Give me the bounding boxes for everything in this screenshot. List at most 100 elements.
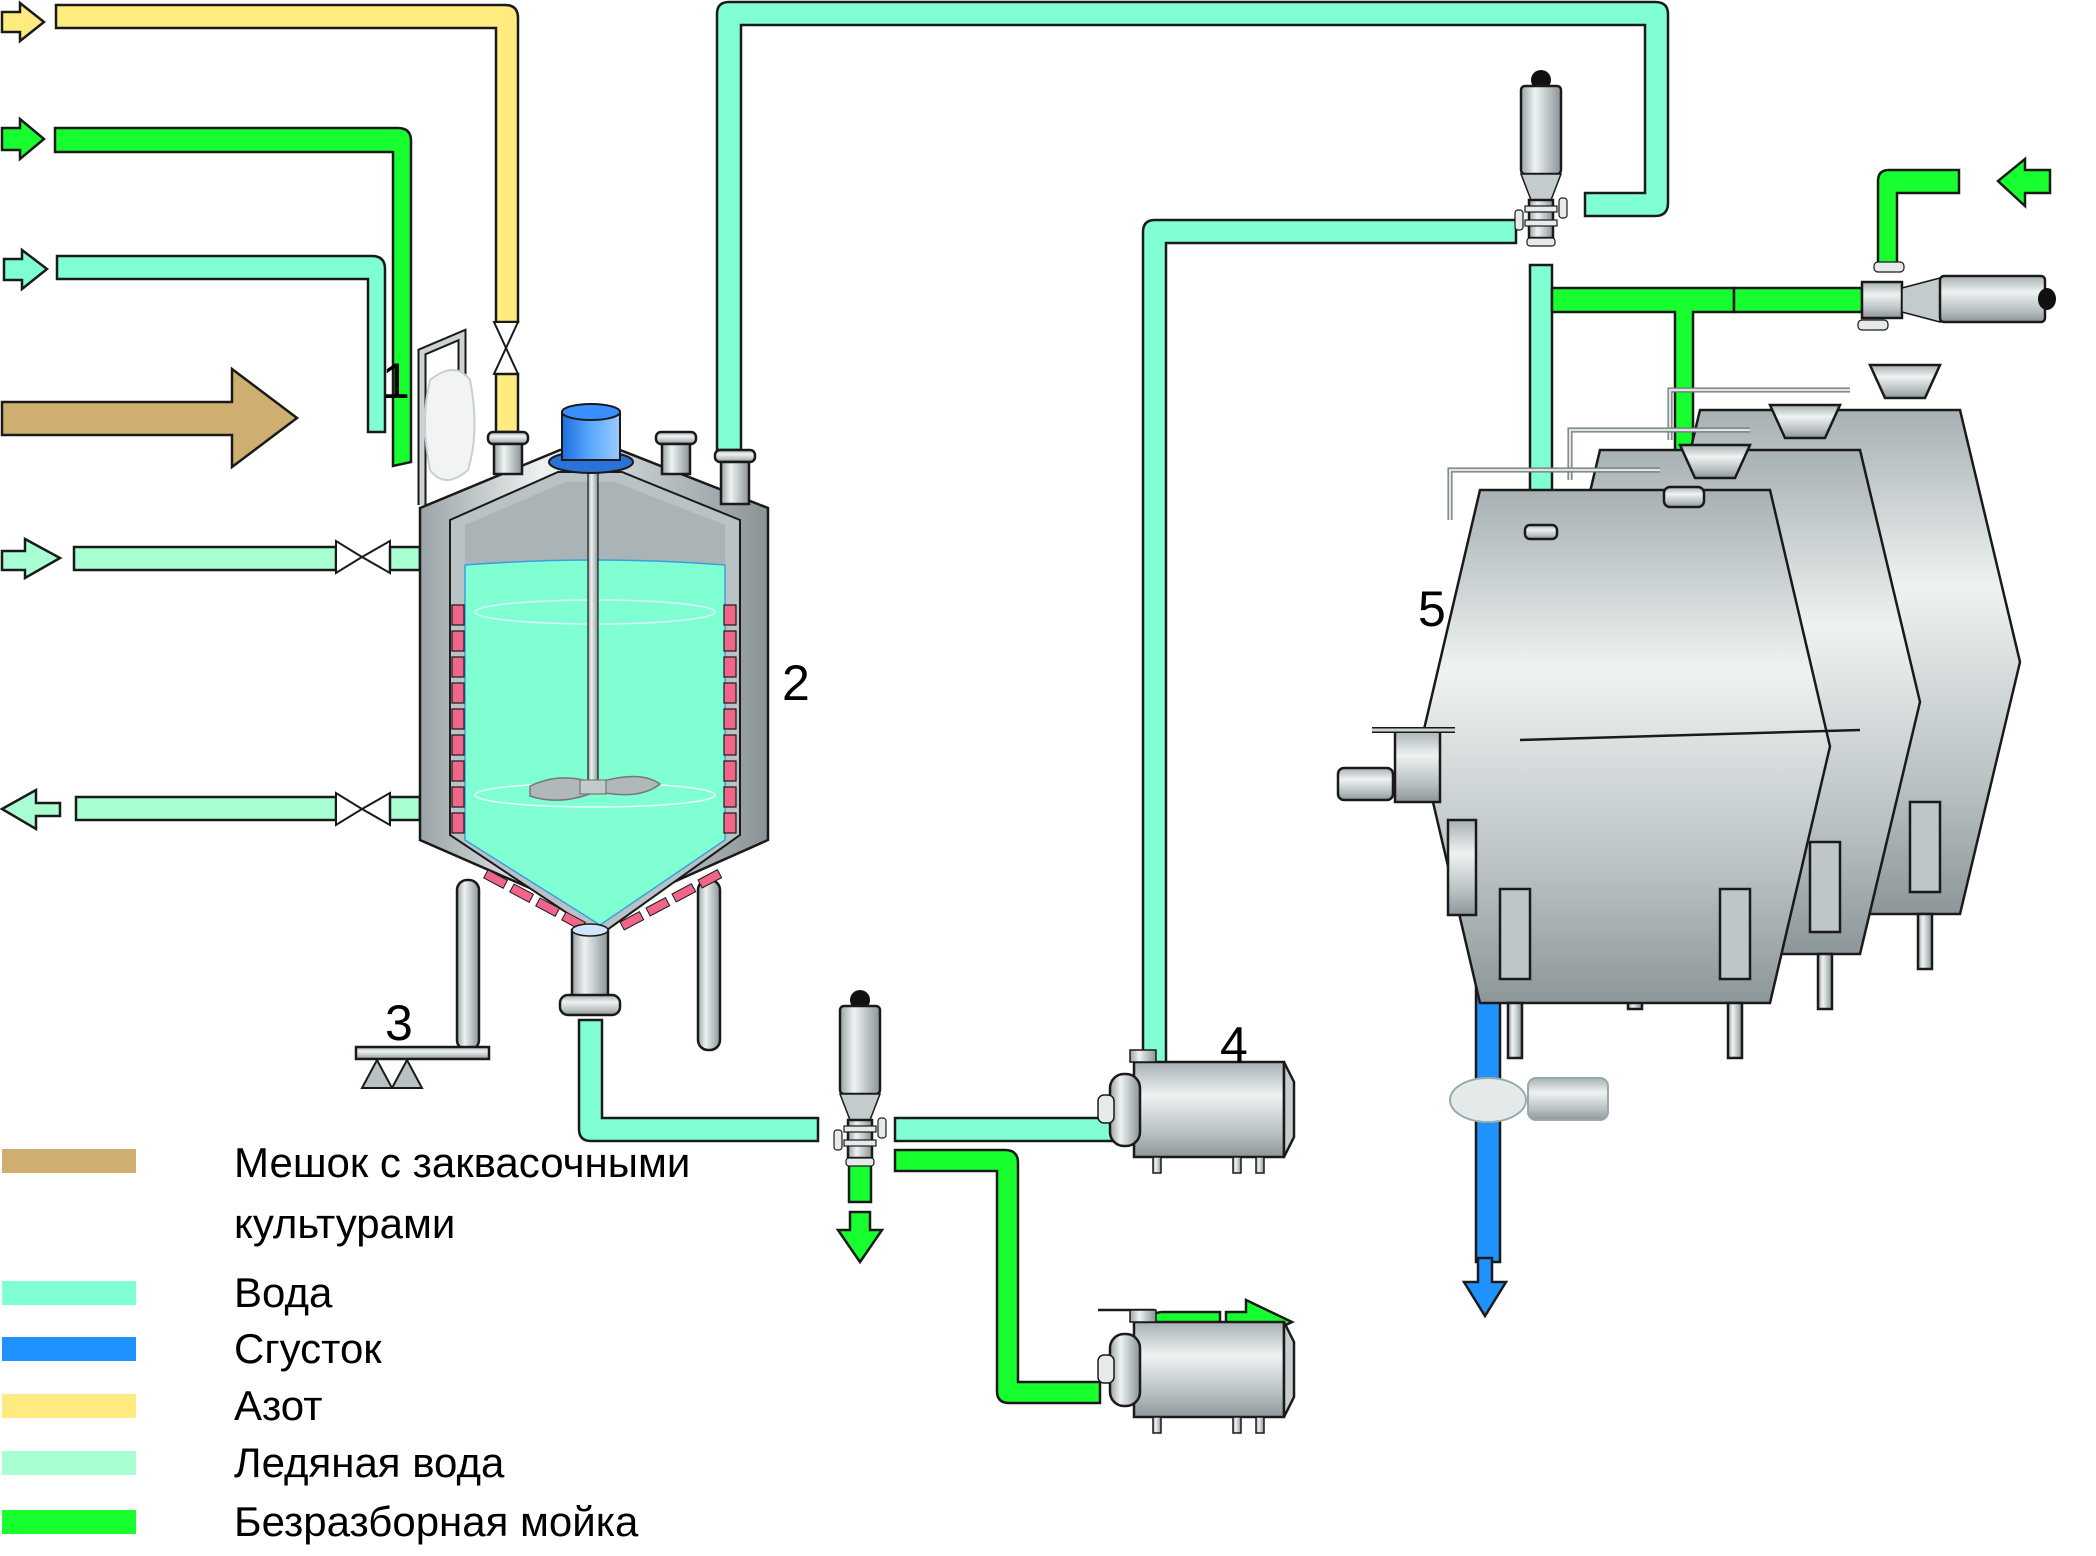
- heating-element: [509, 883, 535, 903]
- heating-element: [723, 656, 737, 678]
- heating-element: [451, 786, 465, 808]
- cip-pipe-to-tank: [53, 126, 413, 468]
- vat-hopper: [1678, 443, 1752, 480]
- agitator-shaft: [587, 459, 599, 793]
- nitrogen-valve-icon: [492, 321, 520, 375]
- heating-element: [723, 682, 737, 704]
- valve-body: [1860, 280, 1904, 320]
- heating-element: [451, 656, 465, 678]
- label-1: 1: [382, 353, 410, 409]
- culture-bag-arrow-icon: [0, 366, 300, 470]
- heating-element: [723, 708, 737, 730]
- heating-element: [451, 604, 465, 626]
- load-cell: [354, 1045, 491, 1089]
- heating-element: [723, 812, 737, 834]
- cip-pipe-valve-to-pump2: [893, 1148, 1102, 1405]
- heating-element: [451, 734, 465, 756]
- heating-element: [723, 734, 737, 756]
- culture-bag: [424, 369, 476, 481]
- cheese-vat: [1418, 443, 1832, 1060]
- heating-element: [451, 708, 465, 730]
- pump-4: [1097, 1049, 1296, 1174]
- water-pipe-tank-bottom: [577, 1018, 820, 1143]
- heating-element: [451, 812, 465, 834]
- vat-leg: [1916, 912, 1934, 971]
- pump-body: [1132, 1060, 1286, 1159]
- cheese-vats: [1336, 363, 2022, 1060]
- tank-leg: [696, 878, 722, 1052]
- curd-outlet-arrow-icon: [1461, 1256, 1509, 1319]
- heating-jacket-right: [619, 604, 737, 931]
- pump-body: [1132, 1320, 1286, 1419]
- heating-element: [671, 882, 697, 903]
- nitrogen-line: [0, 0, 520, 434]
- legend-label-curd: Сгусток: [234, 1325, 382, 1372]
- agitator-blade: [599, 775, 662, 796]
- water-pipe-tank-to-valve-top: [715, 0, 1670, 452]
- heating-element: [451, 760, 465, 782]
- legend-swatch-culture-bag: [2, 1149, 136, 1173]
- ice-water-outlet-stub: [388, 795, 422, 822]
- cip-inlet-right-arrow-icon: [1996, 156, 2052, 209]
- heating-element: [483, 869, 509, 889]
- legend-label-ice-water: Ледяная вода: [234, 1439, 505, 1486]
- heating-element: [723, 630, 737, 652]
- heating-element: [723, 760, 737, 782]
- ice-water-outlet-valve-icon: [335, 791, 391, 827]
- ice-water-inlet-stub: [388, 545, 422, 572]
- ice-water-outlet-pipe: [74, 795, 338, 822]
- nitrogen-inlet-arrow-icon: [0, 0, 47, 44]
- water-inlet-arrow-icon: [2, 247, 50, 292]
- water-inlet-line: [2, 247, 387, 434]
- cip-inlet-right-upper: [1876, 168, 1961, 265]
- heating-element: [451, 630, 465, 652]
- water-pipe-valve-to-pump: [893, 1116, 1122, 1143]
- cip-inlet-arrow-icon: [0, 116, 46, 162]
- legend: Мешок с заквасочными культурами Вода Сгу…: [2, 1139, 690, 1545]
- mixproof-valve-upper: [1514, 70, 1568, 247]
- curd-pump: [1449, 1077, 1609, 1123]
- heating-element: [697, 868, 723, 889]
- label-4: 4: [1220, 1017, 1248, 1073]
- nitrogen-pipe: [54, 3, 520, 324]
- cip-valve-right: [1857, 261, 2056, 331]
- vat-drive-motor: [1336, 766, 1395, 802]
- legend-swatch-cip: [2, 1510, 136, 1534]
- heating-element: [535, 897, 561, 917]
- legend-label-cip: Безразборная мойка: [234, 1498, 639, 1545]
- valve-actuator: [838, 1004, 882, 1096]
- legend-swatch-nitrogen: [2, 1394, 136, 1418]
- label-3: 3: [385, 995, 413, 1051]
- starter-culture-tank: [417, 328, 770, 1052]
- legend-swatch-ice-water: [2, 1451, 136, 1475]
- cip-drain-arrow-icon: [835, 1210, 885, 1265]
- tank-leg: [455, 878, 481, 1052]
- ice-water-inlet-pipe: [72, 545, 338, 572]
- cip-return-pump: [1097, 1309, 1296, 1434]
- heating-element: [723, 604, 737, 626]
- nitrogen-pipe-lower: [494, 372, 520, 434]
- vat-leg: [1726, 1001, 1744, 1060]
- valve-actuator: [1938, 274, 2047, 324]
- mixproof-valve-lower: [833, 990, 887, 1167]
- vat-hopper: [1868, 363, 1942, 400]
- cip-inlet-line: [0, 116, 413, 468]
- ice-water-inlet-arrow-icon: [0, 536, 63, 581]
- ice-water-inlet-valve-icon: [335, 539, 391, 575]
- vat-leg: [1506, 1001, 1524, 1060]
- valve-actuator: [1519, 84, 1563, 176]
- vat-leg: [1816, 952, 1834, 1011]
- cip-drain-pipe: [847, 1163, 873, 1204]
- water-pipe-to-tank: [55, 254, 387, 434]
- tank-bottom-outlet: [570, 928, 610, 1002]
- heating-element: [619, 910, 645, 931]
- label-5: 5: [1418, 581, 1446, 637]
- legend-swatch-curd: [2, 1337, 136, 1361]
- cip-inlet-right-pipe: [1732, 286, 1864, 314]
- heating-element: [451, 682, 465, 704]
- legend-label-culture-bag: Мешок с заквасочными: [234, 1139, 690, 1186]
- vat-hopper: [1768, 403, 1842, 440]
- legend-label-water: Вода: [234, 1269, 333, 1316]
- heating-element: [723, 786, 737, 808]
